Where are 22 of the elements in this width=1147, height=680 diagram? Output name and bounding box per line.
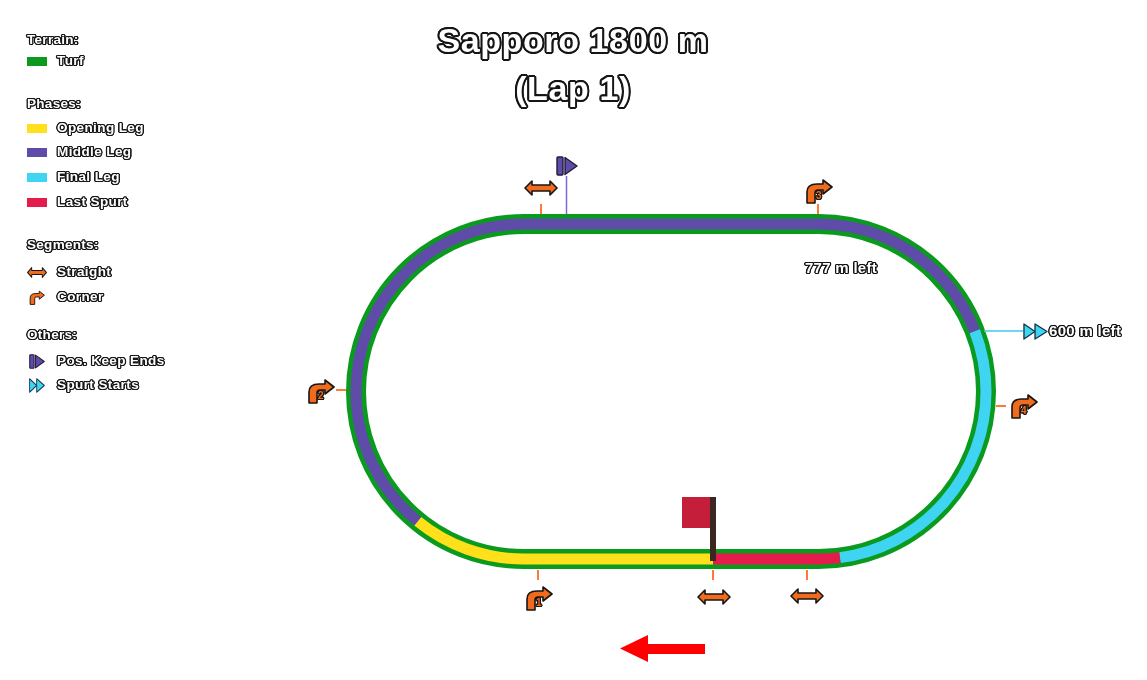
corner-number: 2 xyxy=(318,391,324,401)
legend-label: Turf xyxy=(57,52,84,70)
distance-label: 777 m left xyxy=(804,259,878,277)
title: Sapporo 1800 m (Lap 1) xyxy=(435,20,710,111)
legend-label: Last Spurt xyxy=(57,193,128,211)
corner-number: 4 xyxy=(1021,406,1027,416)
corner-number: 3 xyxy=(816,191,822,201)
legend-label: Middle Leg xyxy=(57,143,132,161)
legend-label: Corner xyxy=(57,288,104,306)
legend-label: Opening Leg xyxy=(57,119,144,137)
legend-heading: Segments: xyxy=(27,236,99,254)
legend-label: Straight xyxy=(57,263,112,281)
leader-line xyxy=(565,175,568,215)
corner-number: 1 xyxy=(536,598,542,608)
legend-heading: Others: xyxy=(27,326,78,344)
legend-heading: Phases: xyxy=(27,95,81,113)
legend-label: Pos. Keep Ends xyxy=(57,352,165,370)
legend-label: Final Leg xyxy=(57,168,120,186)
legend-label: Spurt Starts xyxy=(57,376,140,394)
bar-triangle-icon xyxy=(555,156,578,176)
distance-label: 600 m left xyxy=(1049,322,1122,340)
legend-heading: Terrain: xyxy=(27,31,79,49)
